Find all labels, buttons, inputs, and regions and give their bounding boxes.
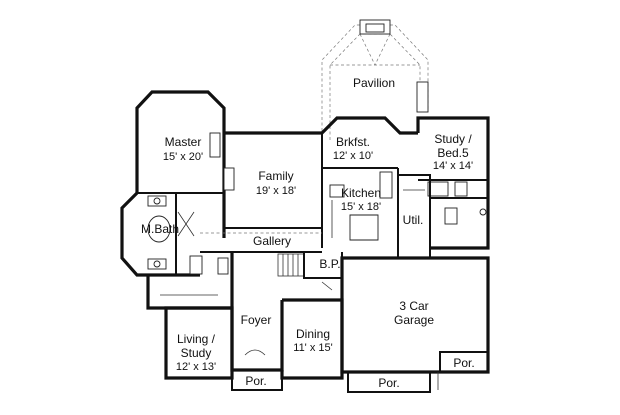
mbath-label: M.Bath <box>141 222 179 236</box>
dining-size: 11' x 15' <box>293 342 332 354</box>
bath-right-walls <box>430 197 490 250</box>
study-label-2: Bed.5 <box>437 146 469 160</box>
garage-label-2: Garage <box>394 313 434 327</box>
room-labels: Pavilion Master 15' x 20' Family 19' x 1… <box>141 76 475 390</box>
brkfst-label: Brkfst. <box>336 135 370 149</box>
study-label: Study / <box>434 132 472 146</box>
bp-label: B.P. <box>319 257 340 271</box>
master-closet-walls <box>146 275 232 310</box>
porch-right-label: Por. <box>453 356 474 370</box>
stairs <box>277 253 305 277</box>
garage-label: 3 Car <box>399 299 428 313</box>
util-label: Util. <box>403 213 424 227</box>
master-bath-walls <box>120 191 229 277</box>
breakfast-walls <box>320 116 418 169</box>
study-size: 14' x 14' <box>433 160 473 172</box>
garage-porch-walls <box>439 351 489 373</box>
family-size: 19' x 18' <box>256 185 296 197</box>
porch-bottom-label: Por. <box>378 376 399 390</box>
master-size: 15' x 20' <box>163 151 203 163</box>
gallery-label: Gallery <box>253 234 291 248</box>
dining-label: Dining <box>296 327 330 341</box>
living-label-2: Study <box>181 346 212 360</box>
master-label: Master <box>165 135 202 149</box>
kitchen-label: Kitchen <box>341 186 381 200</box>
pavilion-outline <box>321 19 429 142</box>
front-porch-walls <box>231 369 283 391</box>
living-label: Living / <box>177 332 216 346</box>
gallery-walls <box>200 232 322 253</box>
kitchen-size: 15' x 18' <box>341 201 381 213</box>
living-size: 12' x 13' <box>176 361 216 373</box>
family-room-walls <box>223 131 323 248</box>
foyer-walls <box>230 252 284 372</box>
foyer-label: Foyer <box>241 313 272 327</box>
porch-left-label: Por. <box>245 374 266 388</box>
study-bed5-walls <box>416 116 490 215</box>
bottom-porch-walls <box>347 371 431 393</box>
pavilion-label: Pavilion <box>353 76 395 90</box>
family-label: Family <box>258 169 293 183</box>
brkfst-size: 12' x 10' <box>333 150 373 162</box>
kitchen-walls <box>329 168 399 259</box>
